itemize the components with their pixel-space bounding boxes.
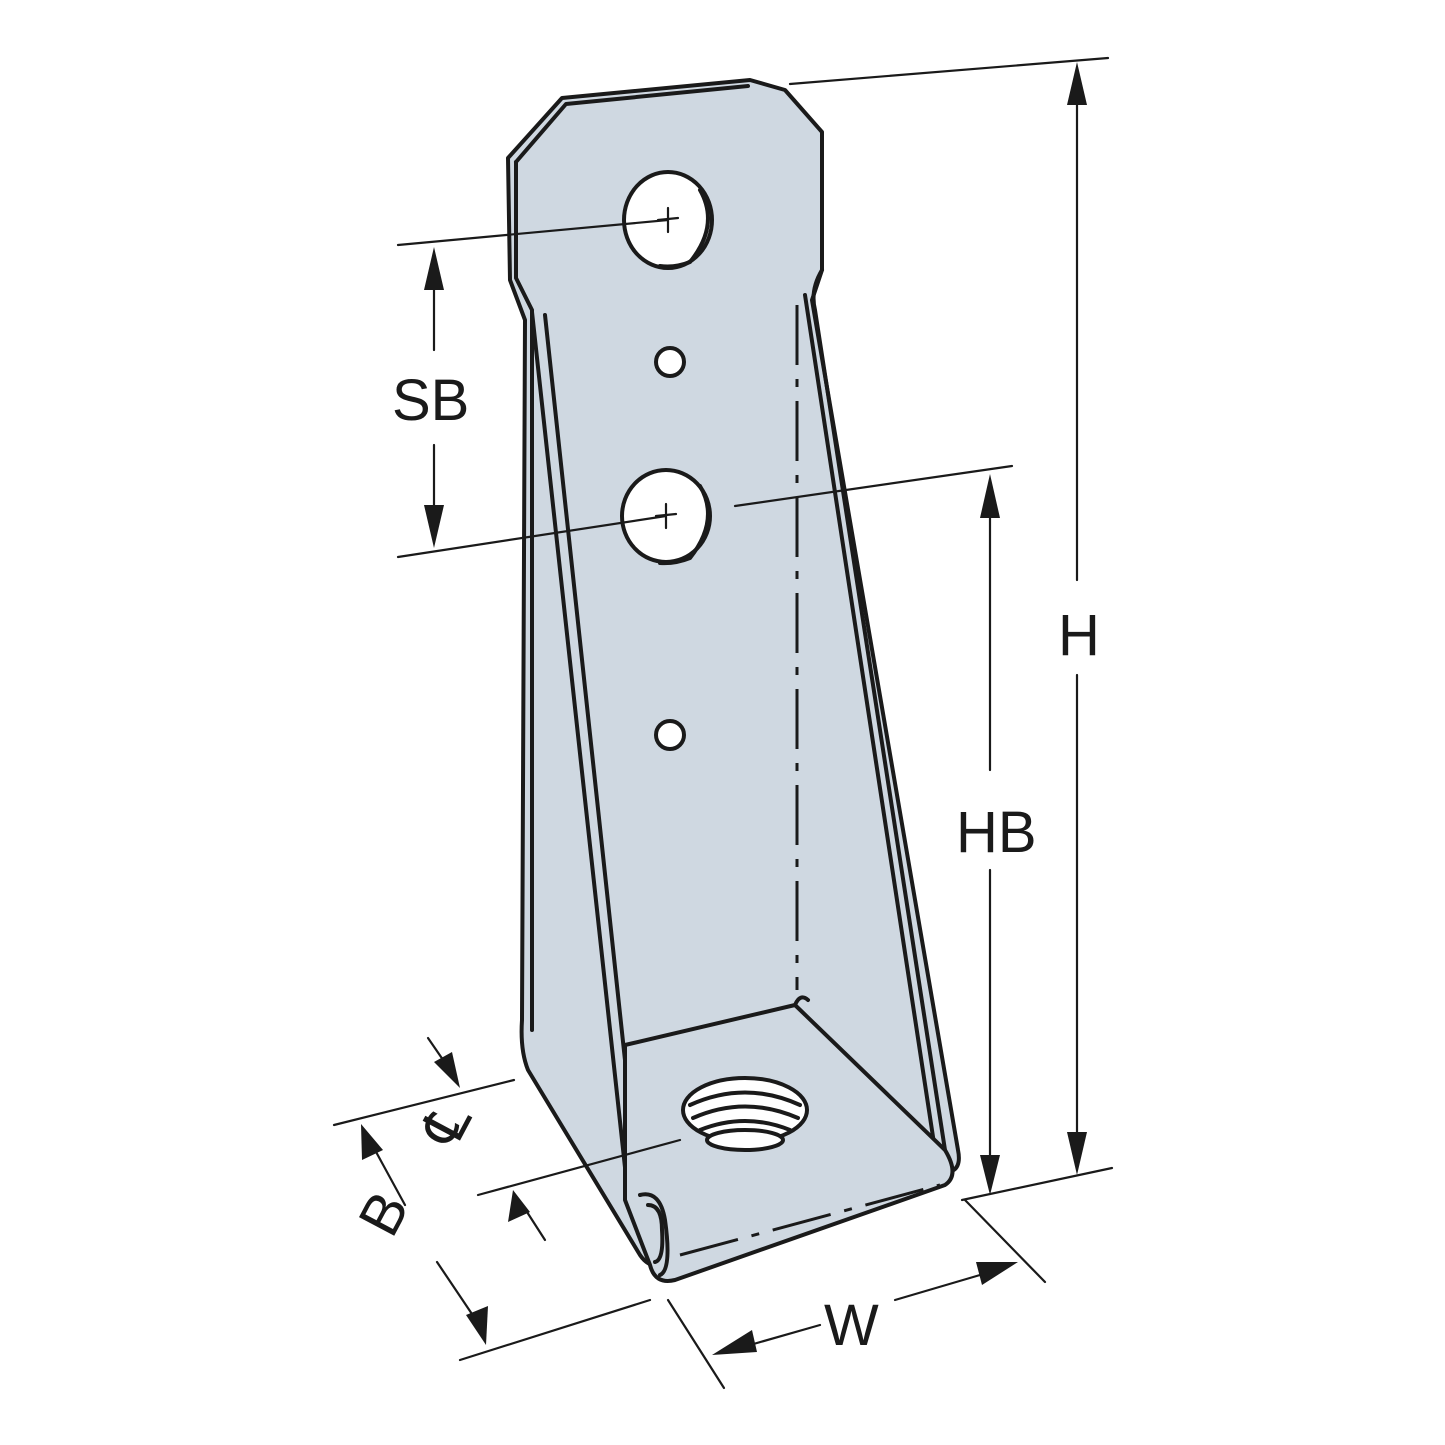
label-hb: HB: [956, 800, 1037, 865]
lower-nail-hole: [654, 719, 686, 751]
threaded-anchor-hole: [681, 1076, 809, 1152]
bracket-body: [506, 78, 961, 1283]
dimension-w: W: [666, 1198, 1047, 1390]
dimension-hb: HB: [956, 474, 1037, 1195]
dimension-sb: SB: [392, 218, 1014, 559]
label-b: B: [346, 1181, 422, 1246]
label-centerline: ℄: [408, 1093, 484, 1158]
upper-nail-hole: [654, 346, 686, 378]
dimension-h: H: [788, 56, 1114, 1202]
label-sb: SB: [392, 368, 469, 433]
bolt-holes: [620, 170, 809, 1152]
hidden-line-bottom: [679, 1183, 941, 1257]
label-w: W: [824, 1293, 879, 1358]
label-h: H: [1058, 603, 1100, 668]
